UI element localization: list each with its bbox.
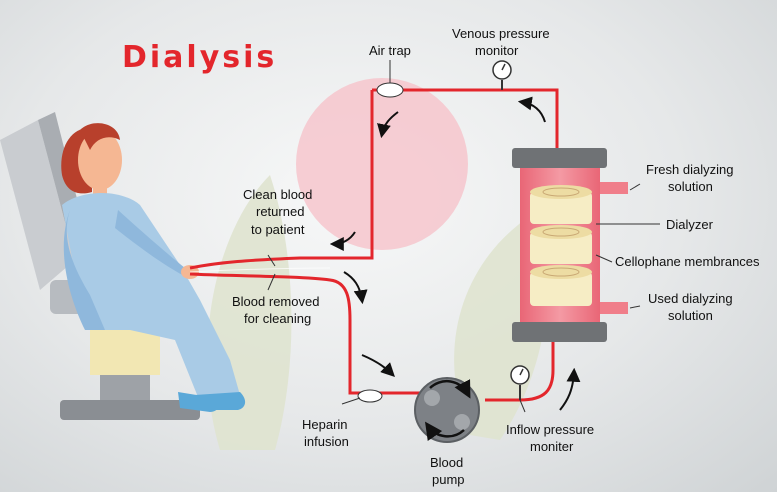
label-blood-removed-2: for cleaning: [244, 311, 311, 326]
label-heparin-2: infusion: [304, 434, 349, 449]
label-inflow-pressure-2: moniter: [530, 439, 574, 454]
background-pink-circle: [296, 78, 468, 250]
removal-tube: [189, 272, 420, 395]
label-clean-blood-1: Clean blood: [243, 187, 312, 202]
used-solution-port: [598, 302, 628, 314]
label-blood-pump-1: Blood: [430, 455, 463, 470]
air-trap: [376, 82, 404, 98]
label-venous-pressure-1: Venous pressure: [452, 26, 550, 41]
inflow-pressure-gauge-icon: [510, 365, 530, 400]
patient-gown: [62, 192, 240, 402]
page-title: Dialysis: [122, 40, 277, 75]
flow-arrow-icon: [377, 111, 399, 139]
flow-arrow-icon: [559, 367, 581, 411]
venous-pressure-gauge-icon: [492, 60, 512, 90]
cellophane-membrane-stack: [530, 185, 592, 306]
dialyzer-top-cap: [512, 148, 607, 168]
diagram-labels: Air trap Venous pressure monitor Clean b…: [232, 26, 760, 487]
dialyzer: [512, 148, 628, 342]
label-heparin-1: Heparin: [302, 417, 348, 432]
label-dialyzer: Dialyzer: [666, 217, 714, 232]
label-used-dialyzing-1: Used dialyzing: [648, 291, 733, 306]
label-blood-pump-2: pump: [432, 472, 465, 487]
label-fresh-dialyzing-1: Fresh dialyzing: [646, 162, 733, 177]
fresh-solution-port: [598, 182, 628, 194]
flow-arrow-icon: [361, 354, 395, 377]
return-tube: [189, 90, 374, 270]
label-inflow-pressure-1: Inflow pressure: [506, 422, 594, 437]
label-clean-blood-3: to patient: [251, 222, 305, 237]
leader-lines: [267, 183, 660, 413]
label-cellophane-membrances: Cellophane membrances: [615, 254, 760, 269]
blood-pump: [414, 377, 480, 443]
flow-arrow-icon: [343, 271, 368, 305]
flow-arrows: [329, 96, 581, 411]
patient-figure: [61, 123, 246, 412]
blood-tubing: [189, 88, 559, 402]
heparin-infusion-port: [357, 389, 383, 403]
label-fresh-dialyzing-2: solution: [668, 179, 713, 194]
dialyzer-bottom-cap: [512, 322, 607, 342]
label-air-trap: Air trap: [369, 43, 411, 58]
flow-arrow-icon: [517, 96, 546, 123]
pump-rotation-arrow-icon: [429, 379, 471, 399]
label-used-dialyzing-2: solution: [668, 308, 713, 323]
label-venous-pressure-2: monitor: [475, 43, 519, 58]
label-blood-removed-1: Blood removed: [232, 294, 319, 309]
flow-arrow-icon: [329, 231, 356, 251]
label-clean-blood-2: returned: [256, 204, 304, 219]
venous-tube: [372, 88, 559, 150]
